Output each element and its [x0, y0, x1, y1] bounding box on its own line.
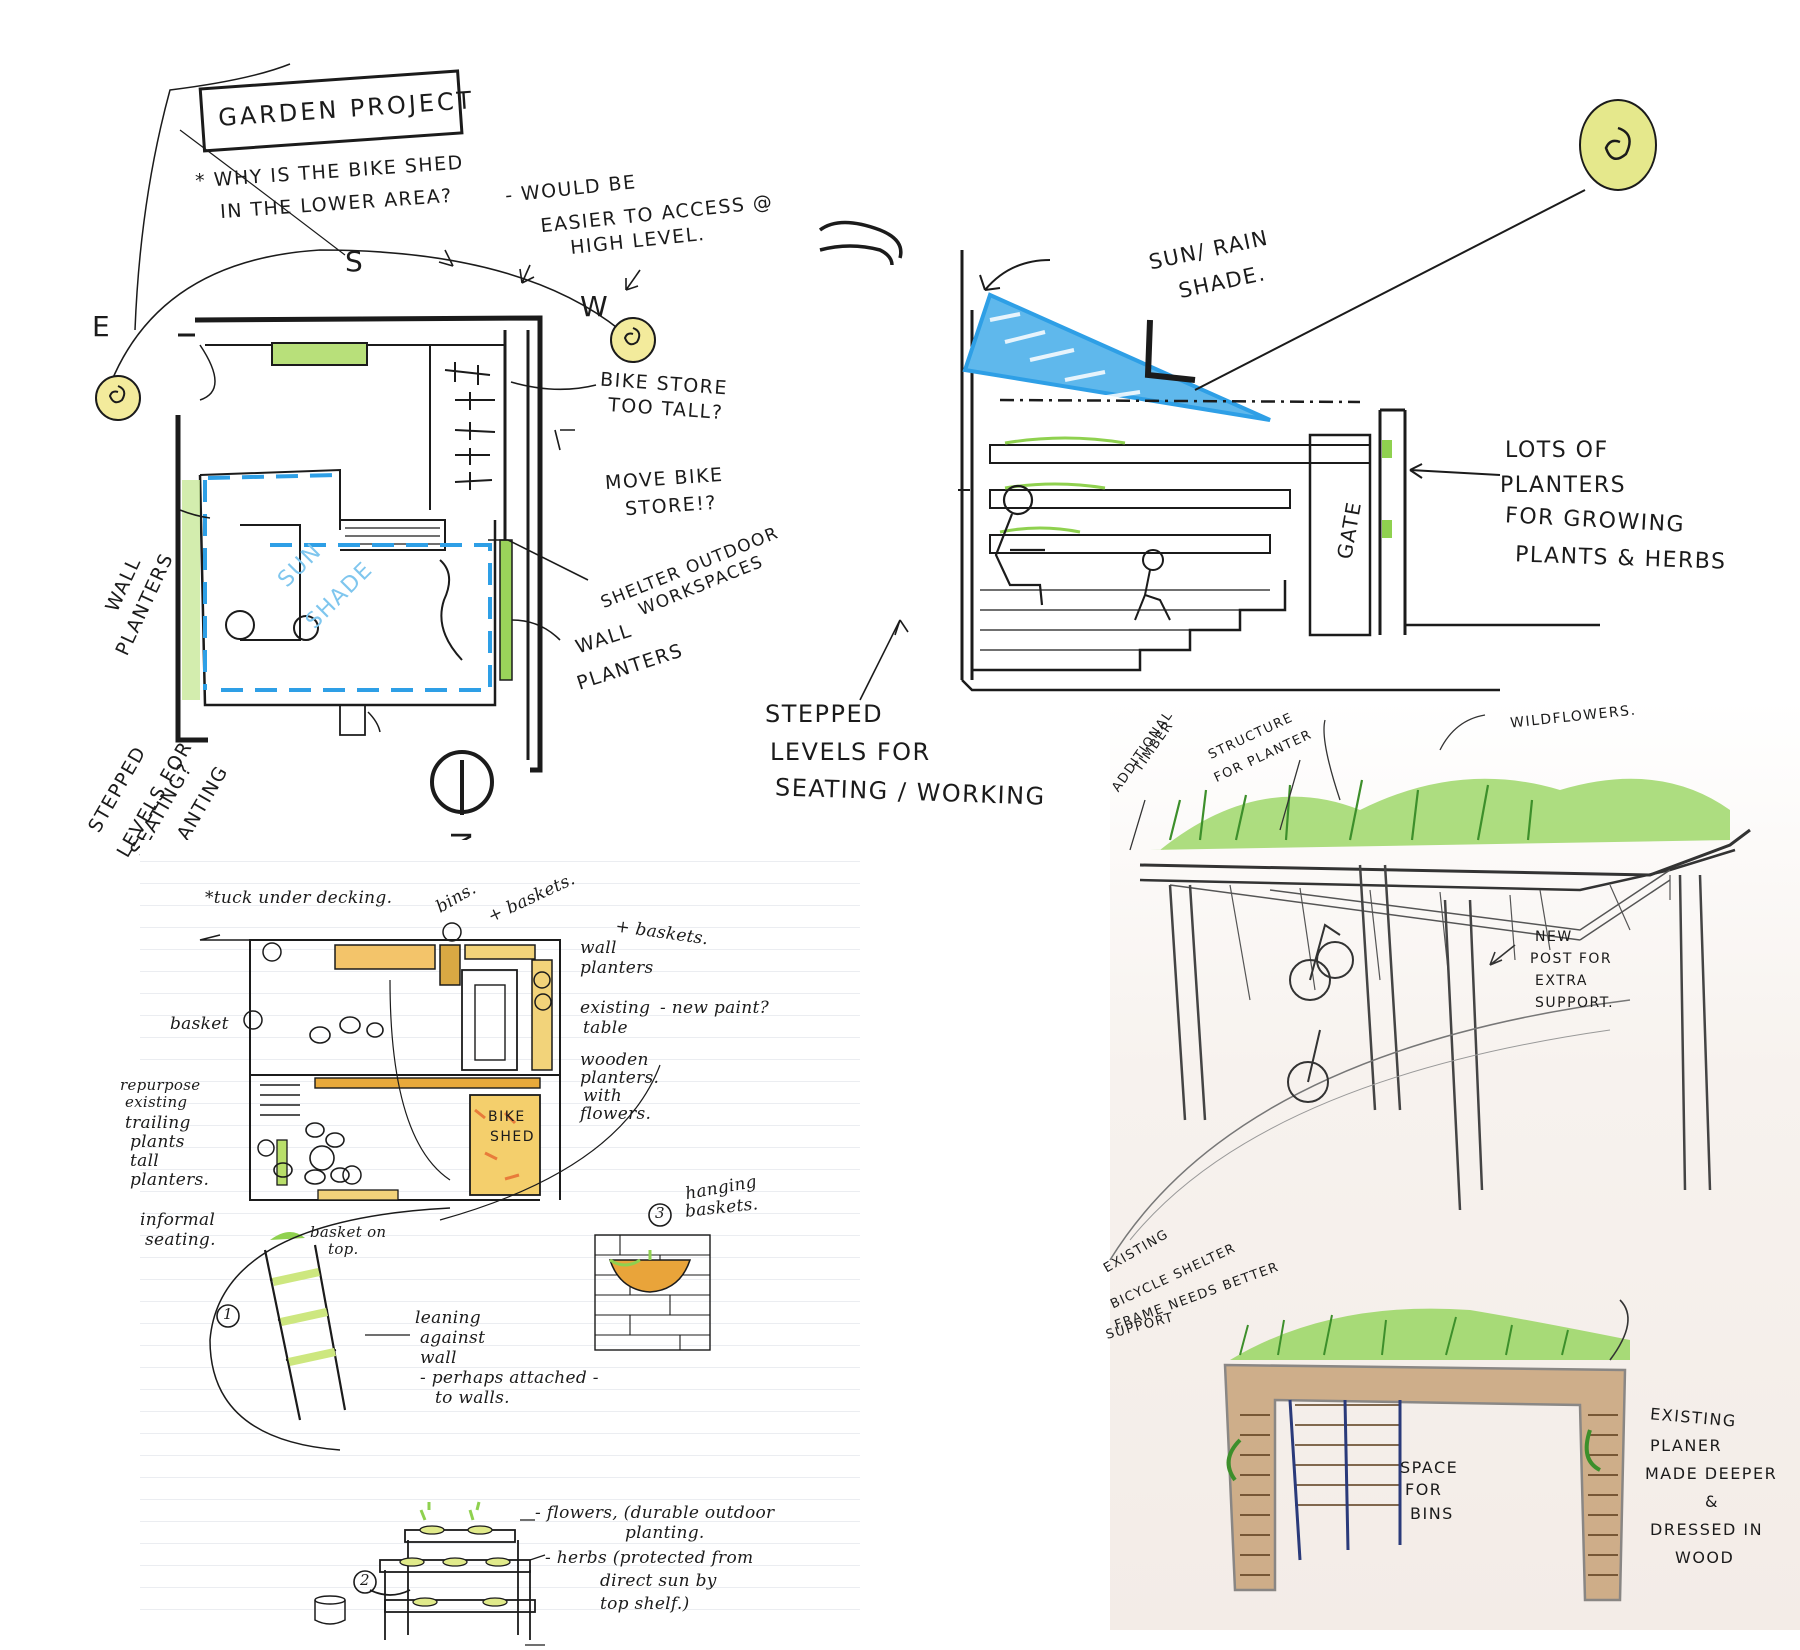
section-stepped-line2: LEVELS FOR — [770, 738, 931, 766]
layout-wall-planters-line1: wall — [580, 938, 617, 958]
section-stepped-line1: STEPPED — [765, 700, 884, 728]
section-lots-line2: PLANTERS — [1500, 473, 1627, 498]
layout-basket-on-top-line2: top. — [328, 1240, 359, 1258]
compass-w: W — [580, 290, 611, 323]
layout-trailing-line2: plants — [130, 1132, 185, 1152]
layout-sketch: *tuck under decking. bins. + baskets. + … — [120, 840, 860, 1646]
layout-basket-left: basket — [170, 1014, 229, 1034]
layout-wooden-line4: flowers. — [580, 1104, 652, 1124]
layout-herbs-line2: direct sun by — [600, 1571, 717, 1591]
person-small-icon — [1134, 549, 1171, 621]
layout-wooden-line1: wooden — [580, 1050, 649, 1070]
layout-trailing-line3: tall — [130, 1151, 160, 1171]
persp-new-post-line4: SUPPORT. — [1535, 995, 1615, 1011]
layout-repurpose-line1: repurpose — [120, 1076, 201, 1094]
person-seated-icon — [994, 484, 1045, 606]
layout-new-paint: - new paint? — [660, 998, 770, 1018]
north-compass-icon — [430, 750, 494, 815]
site-plan-sketch: GARDEN PROJECT * WHY IS THE BIKE SHED IN… — [0, 0, 820, 887]
layout-leaning-line1: leaning — [415, 1308, 481, 1328]
persp-space-line2: FOR — [1405, 1480, 1443, 1499]
west-sun-icon — [610, 317, 656, 363]
layout-trailing-line1: trailing — [125, 1113, 191, 1133]
layout-herbs-line3: top shelf.) — [600, 1594, 690, 1614]
gate — [1308, 433, 1372, 637]
bicycle-icon — [1287, 923, 1354, 1103]
hanging-basket-wall — [594, 1234, 711, 1351]
compass-e: E — [92, 310, 113, 343]
layout-leaning-line2: against — [420, 1328, 486, 1348]
east-sun-icon — [95, 375, 141, 421]
shade-sail — [962, 292, 1271, 422]
layout-bike-shed-line1: BIKE — [488, 1109, 526, 1125]
layout-basket-on-top-line1: basket on — [310, 1223, 387, 1241]
perspective-drawing — [1109, 714, 1751, 1602]
compass-s: S — [345, 245, 366, 278]
layout-num1: 1 — [223, 1305, 233, 1323]
persp-space-line3: BINS — [1410, 1504, 1454, 1523]
layout-bike-shed-line2: SHED — [490, 1129, 536, 1145]
site-plan-drawing — [95, 63, 656, 815]
persp-new-post-line3: EXTRA — [1535, 973, 1588, 989]
layout-leaning-line4: - perhaps attached - — [420, 1368, 599, 1388]
persp-space-line1: SPACE — [1400, 1458, 1459, 1477]
layout-num2: 2 — [360, 1571, 370, 1589]
section-drawing — [818, 99, 1657, 701]
persp-planer-line3: MADE DEEPER — [1645, 1464, 1778, 1483]
section-sketch: SUN/ RAIN SHADE. GATE LOTS OF PLANTERS F… — [765, 80, 1800, 840]
persp-new-post-line1: NEW — [1535, 929, 1573, 945]
leaning-ladder-planter — [263, 1231, 347, 1421]
layout-leaning-line5: to walls. — [435, 1388, 510, 1408]
persp-planer-line4: & — [1705, 1492, 1719, 1511]
section-lots-line1: LOTS OF — [1505, 438, 1609, 463]
layout-num3: 3 — [655, 1204, 665, 1222]
persp-planer-line5: DRESSED IN — [1650, 1520, 1764, 1539]
layout-existing-line2: table — [583, 1018, 628, 1038]
layout-trailing-line4: planters. — [130, 1170, 210, 1190]
layout-informal-line1: informal — [140, 1210, 216, 1230]
bin-store — [1223, 1308, 1630, 1602]
layout-drawing — [199, 922, 711, 1646]
persp-new-post-line2: POST FOR — [1530, 951, 1613, 967]
layout-flowers-line2: planting. — [625, 1523, 705, 1543]
persp-planer-line6: WOOD — [1675, 1548, 1735, 1567]
layout-wooden-line2: planters. — [580, 1068, 660, 1088]
layout-wooden-line3: with — [583, 1086, 622, 1106]
layout-wall-planters-line2: planters — [580, 958, 654, 978]
layout-herbs-line1: - herbs (protected from — [545, 1548, 754, 1568]
layout-flowers-line1: - flowers, (durable outdoor — [535, 1503, 775, 1523]
layout-informal-line2: seating. — [145, 1230, 216, 1250]
perspective-sketch: ADDITIONAL TIMBER STRUCTURE FOR PLANTER … — [1101, 700, 1800, 1630]
sun-icon — [1579, 99, 1657, 191]
layout-existing-line1: existing — [580, 998, 651, 1018]
layout-leaning-line3: wall — [420, 1348, 457, 1368]
layout-repurpose-line2: existing — [125, 1093, 188, 1111]
tiered-shelf-planter — [369, 1529, 536, 1640]
layout-tuck: *tuck under decking. — [205, 888, 393, 908]
persp-planer-line2: PLANER — [1650, 1436, 1723, 1455]
